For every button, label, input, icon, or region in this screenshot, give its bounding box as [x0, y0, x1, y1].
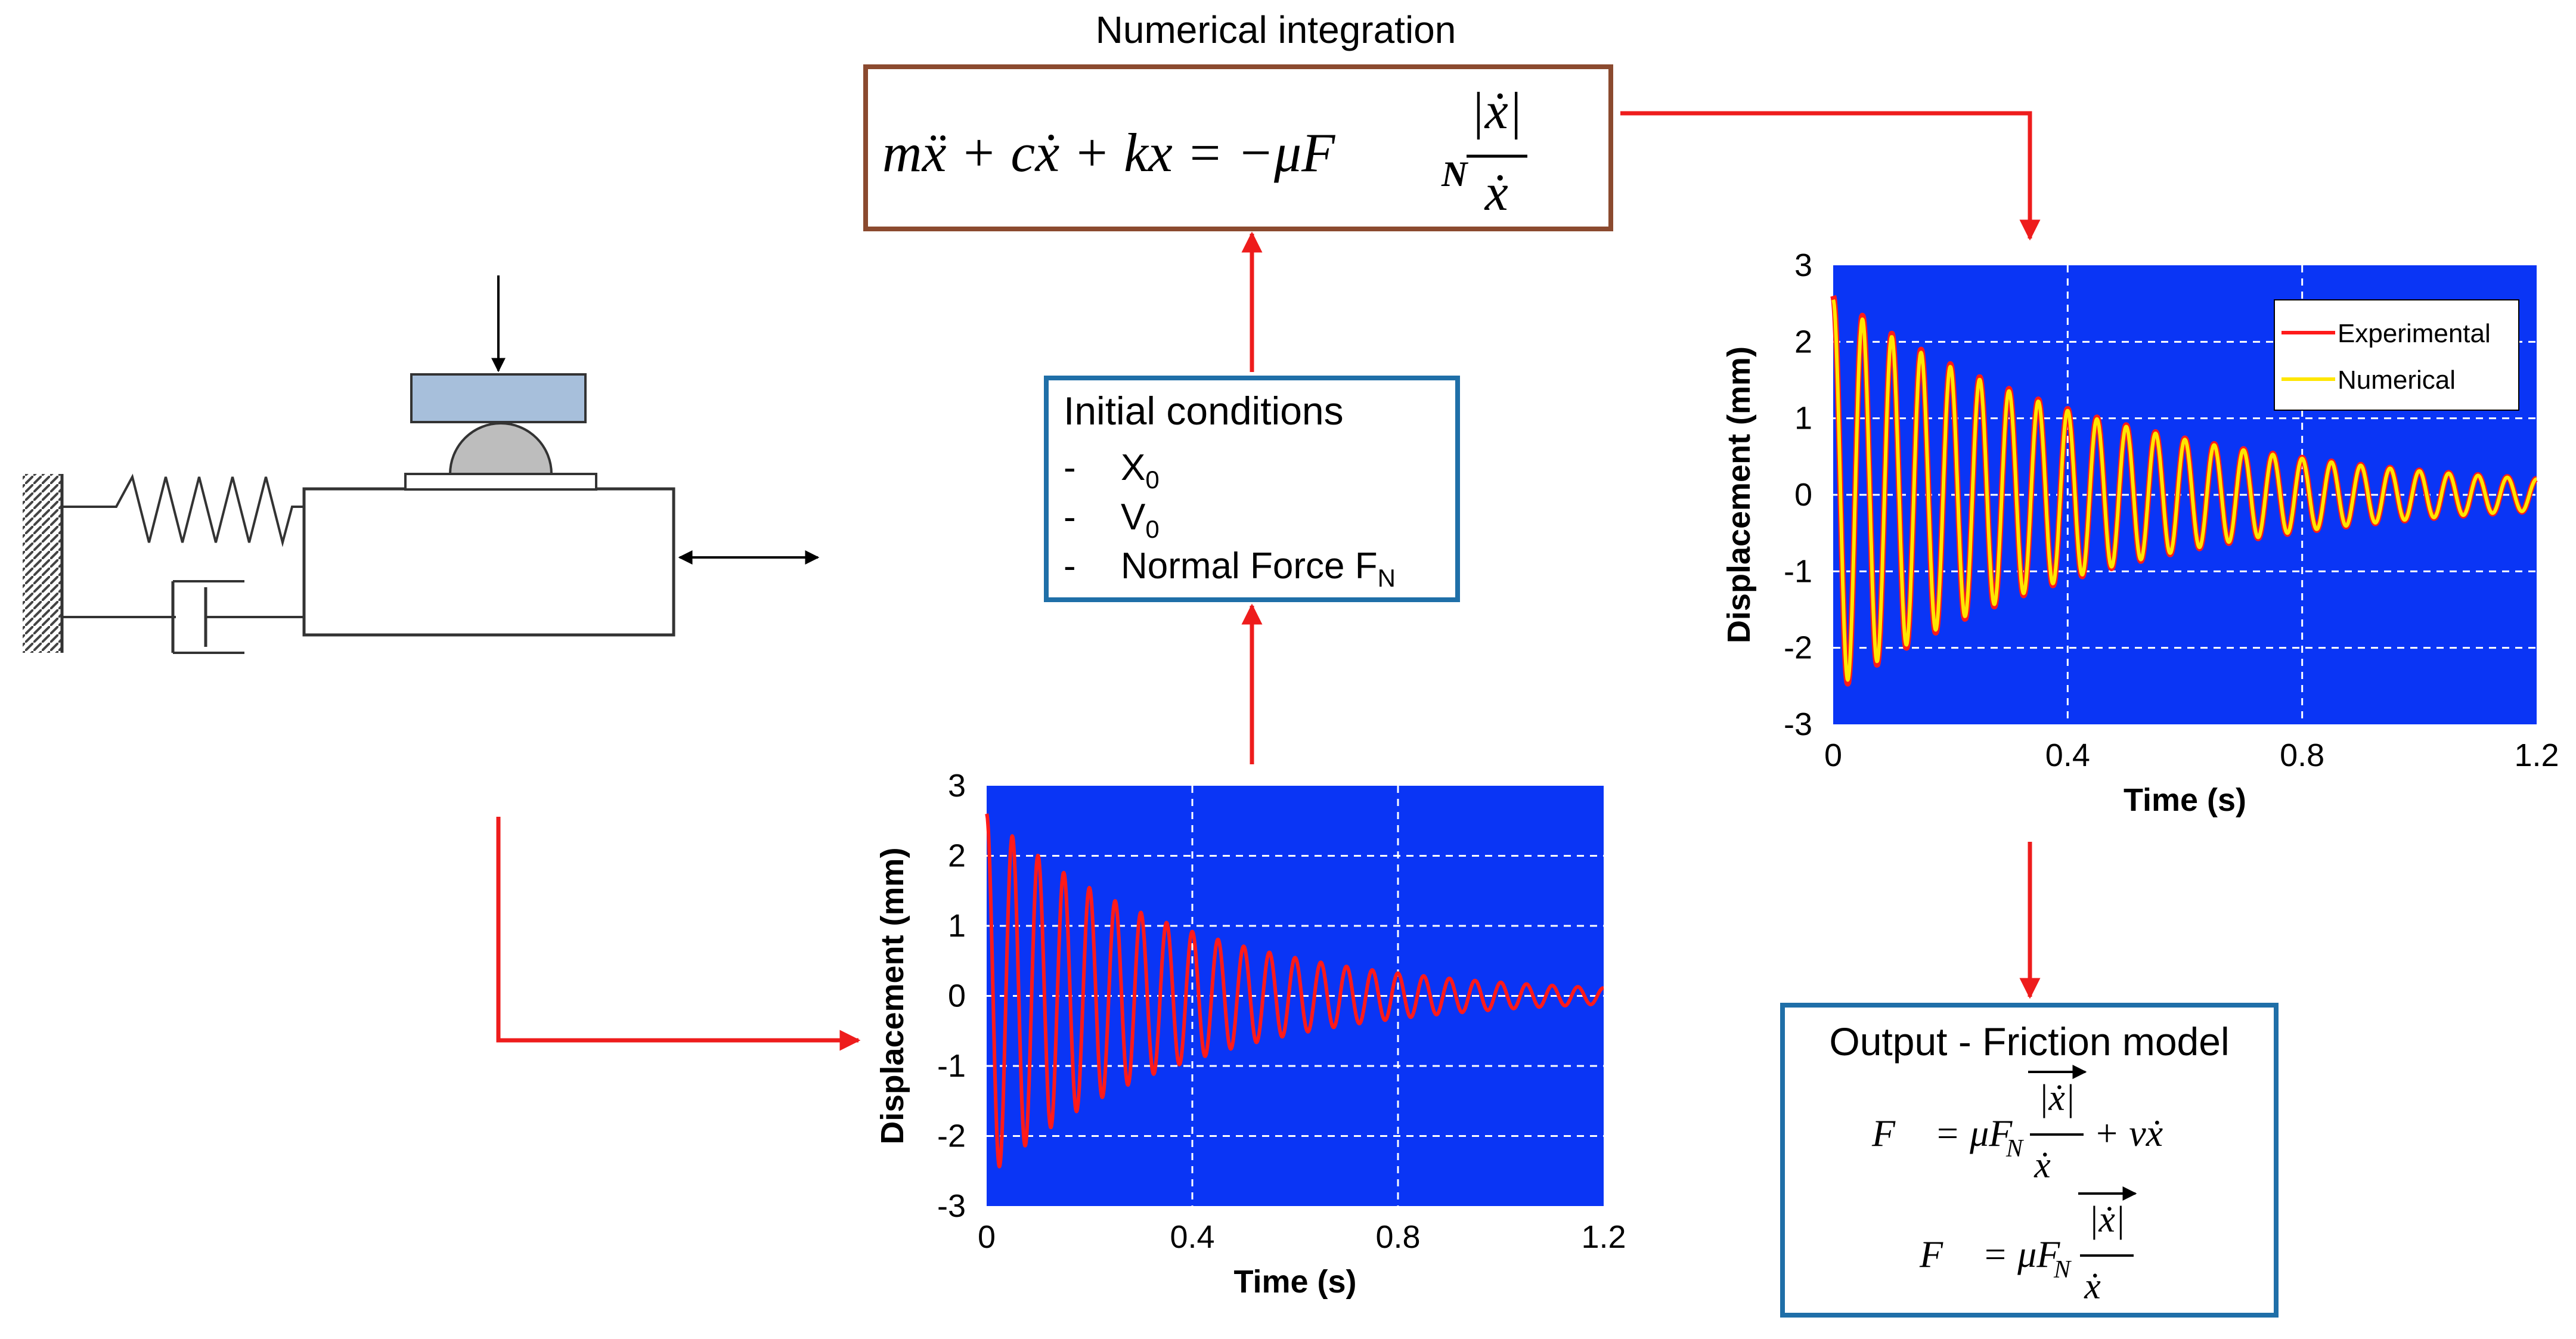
eq1-numerator: |ẋ|	[2038, 1078, 2075, 1118]
mechanical-schematic	[23, 275, 820, 654]
y-tick-label: 2	[948, 838, 966, 874]
equation-lhs: mẍ + cẋ + kx = −μF	[882, 122, 1335, 183]
equation-box	[863, 64, 1613, 231]
fixed-wall	[23, 474, 62, 653]
output-box	[1780, 1003, 2279, 1318]
y-tick-label: 3	[948, 768, 966, 804]
x-axis-label: Time (s)	[1233, 1264, 1356, 1300]
item-base: X	[1121, 447, 1145, 488]
y-tick-label: -2	[1784, 630, 1812, 666]
initial-item-v0: - V0	[1064, 497, 1160, 543]
contact-plate	[404, 473, 597, 491]
eq1-sub: N	[2005, 1135, 2024, 1163]
motion-equation: mẍ + cẋ + kx = −μF N |ẋ| ẋ	[882, 82, 1527, 222]
x-axis-label: Time (s)	[2124, 782, 2246, 818]
x-tick-label: 0.8	[1375, 1219, 1420, 1255]
eq2-lhs: F⃗ = μF	[1919, 1233, 2060, 1275]
y-tick-label: 1	[948, 908, 966, 944]
item-base: V	[1121, 497, 1146, 538]
y-tick-label: -3	[1784, 706, 1812, 742]
y-tick-label: -3	[937, 1188, 966, 1224]
output-heading: Output - Friction model	[1829, 1019, 2229, 1064]
eq1-lhs: F⃗ = μF	[1871, 1112, 2013, 1154]
equation-sub: N	[1441, 154, 1469, 194]
item-base: Normal Force F	[1121, 545, 1378, 587]
y-tick-label: -1	[937, 1048, 966, 1084]
initial-item-normal-force: - Normal Force FN	[1064, 545, 1396, 592]
eq2-numerator: |ẋ|	[2088, 1199, 2125, 1240]
item-dash: -	[1064, 545, 1076, 587]
y-tick-label: 1	[1794, 401, 1812, 436]
y-axis-label: Displacement (mm)	[875, 847, 910, 1144]
y-axis-label: Displacement (mm)	[1721, 346, 1757, 643]
x-tick-label: 1.2	[2514, 737, 2559, 773]
y-tick-label: 0	[1794, 477, 1812, 513]
x-tick-label: 0	[978, 1219, 996, 1255]
mass-block	[302, 487, 675, 637]
initial-conditions-box	[1044, 376, 1460, 602]
y-tick-label: 3	[1794, 247, 1812, 283]
x-tick-label: 0.4	[1170, 1219, 1214, 1255]
x-tick-label: 0.4	[2045, 737, 2090, 773]
eq2-sub: N	[2053, 1256, 2072, 1284]
item-text: V0	[1121, 497, 1160, 543]
x-tick-label: 1.2	[1581, 1219, 1626, 1255]
eq1-denominator: ẋ⃗	[2033, 1145, 2079, 1186]
friction-model-eq1: F⃗ = μF N |ẋ| ẋ⃗ + νẋ⃗	[1871, 1065, 2193, 1186]
x-tick-label: 0.8	[2280, 737, 2324, 773]
legend-label: Numerical	[2338, 365, 2456, 395]
item-sub: 0	[1145, 466, 1159, 494]
spring	[62, 473, 304, 547]
item-text: X0	[1121, 447, 1160, 494]
eq2-denominator: ẋ⃗	[2084, 1266, 2129, 1307]
equation-denominator: ẋ	[1484, 164, 1508, 222]
item-text: Normal Force FN	[1121, 545, 1396, 592]
legend-label: Experimental	[2338, 319, 2491, 348]
initial-item-x0: - X0	[1064, 447, 1160, 494]
item-sub: 0	[1145, 515, 1159, 543]
friction-model-eq2: F⃗ = μF N |ẋ| ẋ⃗	[1919, 1186, 2137, 1307]
top-title: Numerical integration	[1096, 8, 1456, 51]
eq1-tail: + νẋ⃗	[2094, 1112, 2193, 1154]
item-dash: -	[1064, 497, 1076, 538]
equation-numerator: |ẋ|	[1470, 82, 1522, 140]
series-line-numerical	[1831, 299, 2538, 682]
item-sub: N	[1378, 564, 1396, 592]
legend-box	[2274, 299, 2519, 411]
item-dash: -	[1064, 447, 1076, 488]
y-tick-label: 0	[948, 978, 966, 1014]
damper	[62, 580, 304, 654]
contact-dome	[448, 422, 553, 475]
load-block	[410, 373, 587, 423]
flow-arrows	[496, 111, 2041, 1051]
x-tick-label: 0	[1824, 737, 1842, 773]
arrow-equation-to-comparison	[1620, 111, 2041, 241]
arrow-schematic-to-plot	[496, 817, 861, 1051]
initial-conditions-heading: Initial conditions	[1064, 389, 1344, 433]
y-tick-label: -1	[1784, 553, 1812, 589]
y-tick-label: -2	[937, 1118, 966, 1154]
series-line-0	[985, 813, 1605, 1168]
y-tick-label: 2	[1794, 324, 1812, 359]
